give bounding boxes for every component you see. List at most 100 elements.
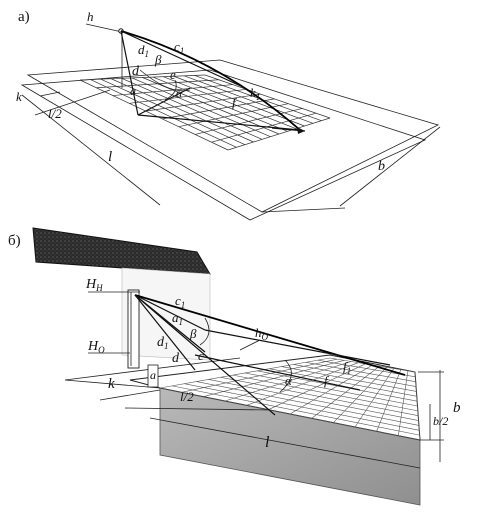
panel-a-outer-plane xyxy=(26,59,440,213)
panel-a-f: f xyxy=(232,95,238,110)
panel-b-arc-beta xyxy=(199,317,210,346)
panel-b-grid-line-v xyxy=(268,363,366,410)
panel-a-grid-line-u xyxy=(173,75,305,127)
panel-a-arc-alpha xyxy=(164,79,177,101)
panel-a-arc-beta xyxy=(139,69,191,92)
panel-b-HH: HH xyxy=(85,277,103,293)
panel-a: а) h c1 d1 β d e a α f k1 k xyxy=(16,9,441,221)
panel-a-grid-line-v xyxy=(195,108,303,135)
panel-b-ray-d xyxy=(134,294,206,353)
panel-b-arc-alpha xyxy=(279,359,292,393)
panel-a-a: a xyxy=(130,84,136,98)
panel-a-grid-line-u xyxy=(204,74,331,119)
panel-a-grid-line-u xyxy=(121,78,263,140)
panel-a-h-line xyxy=(85,23,123,33)
panel-b-ray-h xyxy=(204,329,391,366)
panel-b-ray-c1 xyxy=(134,294,406,376)
panel-a-dim-l xyxy=(21,94,161,206)
panel-b-label: б) xyxy=(8,233,21,249)
panel-a-grid-line-v xyxy=(227,117,331,151)
panel-a-grid-line-v xyxy=(145,93,261,112)
panel-b-grid-line-v xyxy=(289,364,373,415)
panel-b-grid-line-v xyxy=(398,370,409,436)
panel-a-grid-line-u xyxy=(100,78,246,145)
panel-b-grid-line-v xyxy=(376,369,402,432)
panel-b-hO: hO xyxy=(255,325,269,342)
panel-b-l: l xyxy=(265,434,270,451)
panel-b-grid-line-v xyxy=(311,365,380,419)
panel-b-alpha: α xyxy=(285,373,293,388)
panel-b-l-half: l/2 xyxy=(180,389,194,404)
panel-a-b: b xyxy=(378,159,385,174)
panel-b-roof xyxy=(32,227,211,275)
panel-a-grid-line-u xyxy=(131,77,271,137)
panel-a-beta: β xyxy=(154,52,162,67)
panel-b-grid-line-v xyxy=(333,367,387,423)
panel-b-ray-f xyxy=(194,354,361,391)
panel-b-c: c xyxy=(198,348,204,363)
panel-b-a: a xyxy=(150,368,156,382)
panel-b-dim-l xyxy=(149,417,421,469)
panel-a-ray-e xyxy=(120,30,246,89)
panel-b-h-tick xyxy=(239,339,261,351)
panel-b-grid-line-v xyxy=(224,361,352,402)
panel-a-grid-line-v xyxy=(79,74,206,81)
panel-a-d: d xyxy=(132,64,140,79)
panel-b-grid-line-v xyxy=(246,362,359,406)
panel-b-a1: a1 xyxy=(172,310,183,327)
panel-b-marker xyxy=(147,364,159,388)
panel-b-ray-d1 xyxy=(134,294,276,416)
panel-a-l-half: l/2 xyxy=(48,106,62,121)
panel-a-e: e xyxy=(170,67,176,82)
panel-a-grid-line-u xyxy=(184,75,314,124)
panel-b-grid-line-v xyxy=(354,368,395,428)
panel-b-c1: c1 xyxy=(175,293,185,310)
panel-b-k: k xyxy=(108,376,115,392)
panel-b-grid-line-v xyxy=(181,358,338,393)
panel-a-grid-line-u xyxy=(90,79,237,148)
panel-b-f: f xyxy=(324,373,330,388)
panel-b-ray-a1 xyxy=(134,294,206,331)
panel-b-grid-line-v xyxy=(159,357,331,389)
panel-a-grid-line-v xyxy=(129,88,247,104)
panel-b-f1: f1 xyxy=(343,359,351,376)
panel-a-grid-line-v xyxy=(162,98,275,120)
panel-b-grid-line-v xyxy=(203,360,345,397)
panel-b-d1: d1 xyxy=(157,335,169,351)
panel-b-HO: HO xyxy=(87,339,105,355)
panel-a-grid-line-u xyxy=(163,76,297,129)
panel-a-l: l xyxy=(108,149,112,165)
panel-a-alpha: α xyxy=(176,86,183,100)
panel-a-outer-plane-2 xyxy=(20,69,427,221)
panel-a-grid-line-u xyxy=(111,78,254,143)
panel-a-ray-d xyxy=(120,30,139,116)
panel-a-dim-lhalf xyxy=(34,89,111,116)
panel-a-ray-a xyxy=(137,87,191,116)
panel-a-arrowhead xyxy=(297,127,305,134)
panel-a-k1: k1 xyxy=(250,85,260,102)
panel-b: б) H xyxy=(8,227,461,506)
panel-a-c1: c1 xyxy=(174,39,184,56)
panel-a-grid-line-v xyxy=(178,103,289,128)
panel-a-grid-line-v xyxy=(112,84,233,96)
panel-a-h: h xyxy=(87,9,94,24)
panel-a-dim-k xyxy=(39,91,61,97)
panel-b-dim-k xyxy=(99,389,161,401)
panel-b-pole xyxy=(127,289,140,369)
panel-a-d1: d1 xyxy=(138,42,149,59)
panel-b-grid xyxy=(159,357,421,441)
panel-a-grid-line-v xyxy=(96,79,219,89)
panel-b-dim-lhalf xyxy=(124,407,271,411)
panel-b-beta: β xyxy=(189,326,197,341)
panel-a-k: k xyxy=(16,89,22,104)
panel-a-label: а) xyxy=(18,9,30,25)
panel-a-grid-line-u xyxy=(152,76,288,132)
panel-a-dim-b-ext xyxy=(261,207,346,213)
panel-b-ray-c xyxy=(134,294,196,371)
panel-a-ray-c1 xyxy=(120,30,301,131)
panel-a-grid xyxy=(79,74,331,151)
panel-a-grid-line-v xyxy=(211,112,317,143)
panel-a-dim-b xyxy=(339,126,441,207)
panel-b-grid-line-v xyxy=(414,371,421,441)
